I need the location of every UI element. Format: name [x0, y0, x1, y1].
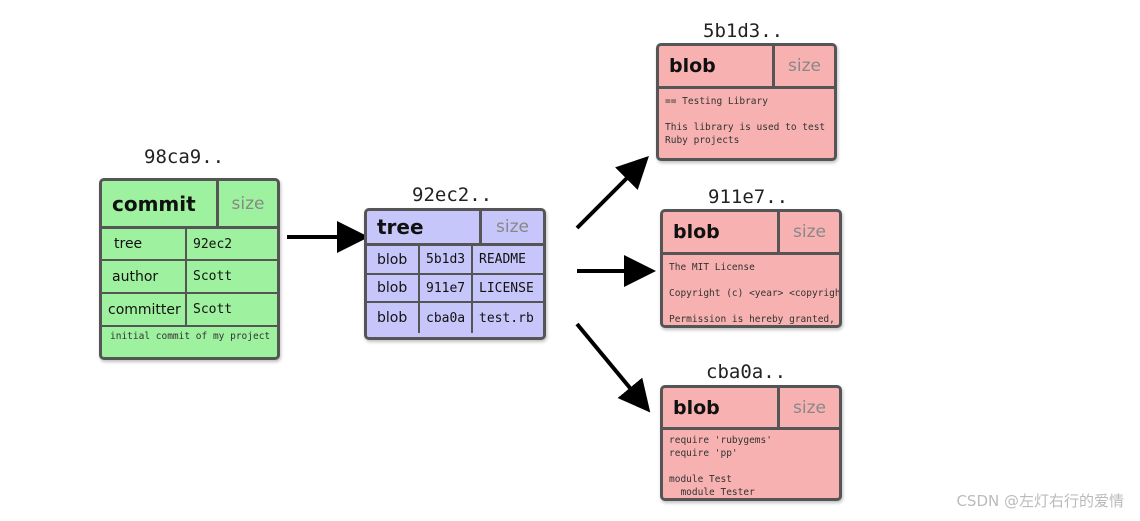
tree-entry-kind: blob: [367, 303, 420, 333]
tree-entry-kind: blob: [367, 275, 420, 301]
commit-row-committer: committer Scott: [102, 294, 277, 327]
blob-size-label: size: [793, 222, 826, 242]
tree-entry-readme: blob 5b1d3 README: [367, 246, 543, 275]
tree-entry-name: test.rb: [479, 310, 534, 326]
tree-entry-sha: 5b1d3: [420, 246, 473, 273]
commit-message: initial commit of my project: [110, 331, 271, 342]
blob-header: blob size: [659, 46, 834, 89]
blob-header: blob size: [663, 212, 839, 255]
commit-row-tree: tree 92ec2: [102, 229, 277, 261]
blob-hash: 5b1d3..: [703, 20, 784, 42]
blob-content: require 'rubygems' require 'pp' module T…: [669, 435, 772, 498]
tree-object: tree size blob 5b1d3 README blob 911e7 L…: [364, 208, 546, 340]
commit-hash: 98ca9..: [144, 146, 225, 168]
commit-row-value: Scott: [193, 269, 233, 284]
tree-entry-license: blob 911e7 LICENSE: [367, 275, 543, 303]
blob-content: The MIT License Copyright (c) <year> <co…: [669, 262, 839, 325]
tree-entry-kind: blob: [367, 246, 420, 273]
blob-hash: 911e7..: [708, 186, 789, 208]
arrow-tree-to-blob-readme: [575, 156, 649, 230]
commit-row-key: committer: [102, 294, 187, 325]
blob-content: == Testing Library This library is used …: [665, 96, 826, 146]
blob-type-label: blob: [663, 212, 780, 252]
blob-object: blob size The MIT License Copyright (c) …: [660, 209, 842, 328]
tree-hash: 92ec2..: [412, 184, 493, 206]
commit-row-key: author: [102, 261, 187, 292]
blob-object: blob size == Testing Library This librar…: [656, 43, 837, 161]
commit-type-label: commit: [102, 181, 219, 226]
commit-header: commit size: [102, 181, 277, 229]
watermark: CSDN @左灯右行的爱情: [956, 492, 1124, 510]
tree-entry-sha: cba0a: [420, 303, 473, 333]
tree-entry-test: blob cba0a test.rb: [367, 303, 543, 333]
blob-hash: cba0a..: [706, 361, 787, 383]
arrow-tree-to-blob-test: [575, 322, 651, 413]
commit-size-label: size: [231, 193, 265, 214]
tree-type-label: tree: [367, 211, 482, 243]
tree-header: tree size: [367, 211, 543, 246]
tree-entry-sha: 911e7: [420, 275, 473, 301]
commit-row-author: author Scott: [102, 261, 277, 294]
commit-row-value: Scott: [193, 302, 233, 317]
blob-object: blob size require 'rubygems' require 'pp…: [660, 385, 842, 501]
blob-type-label: blob: [663, 388, 780, 427]
blob-type-label: blob: [659, 46, 775, 86]
tree-entry-name: LICENSE: [479, 280, 534, 296]
commit-row-value: 92ec2: [193, 236, 233, 252]
blob-size-label: size: [793, 397, 826, 418]
tree-size-label: size: [496, 217, 529, 237]
tree-entry-name: README: [479, 252, 526, 267]
commit-object: commit size tree 92ec2 author Scott comm…: [99, 178, 280, 360]
commit-row-key: tree: [102, 229, 187, 259]
blob-header: blob size: [663, 388, 839, 430]
blob-size-label: size: [788, 56, 821, 76]
